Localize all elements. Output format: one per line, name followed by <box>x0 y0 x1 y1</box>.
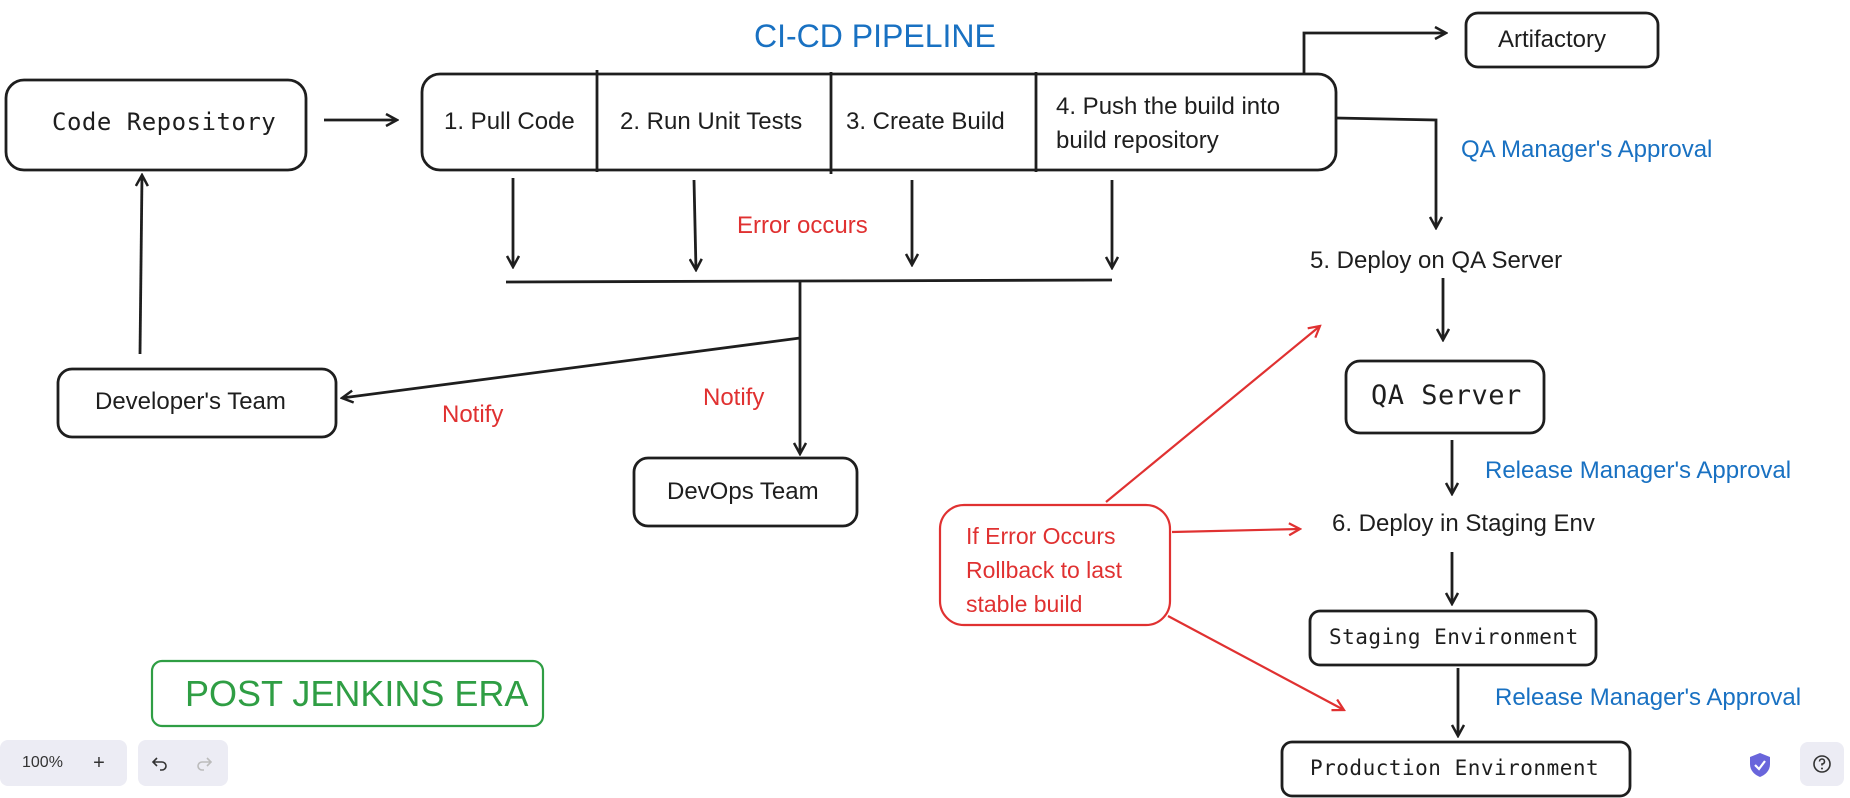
production-environment-box[interactable] <box>1280 740 1632 798</box>
pipeline-to-qa-deploy-arrow[interactable] <box>1335 116 1436 228</box>
history-toolbar <box>138 740 228 786</box>
rollback-to-staging-arrow[interactable] <box>1171 529 1300 532</box>
qa-approval-label: QA Manager's Approval <box>1461 136 1713 163</box>
post-jenkins-era-box[interactable] <box>150 659 545 728</box>
developers-team-box[interactable] <box>56 367 338 439</box>
help-icon <box>1813 755 1831 773</box>
rollback-to-production-arrow[interactable] <box>1167 615 1344 710</box>
deploy-staging-label: 6. Deploy in Staging Env <box>1332 510 1595 537</box>
diagram-title: CI-CD PIPELINE <box>754 18 996 54</box>
pipeline-to-artifactory-arrow[interactable] <box>1302 33 1446 74</box>
collector-to-developers-arrow[interactable] <box>342 336 801 398</box>
developers-team-label: Developer's Team <box>95 388 286 415</box>
redo-icon[interactable] <box>182 740 226 786</box>
devops-team-label: DevOps Team <box>667 478 819 505</box>
undo-icon[interactable] <box>138 740 182 786</box>
rollback-box[interactable] <box>938 503 1172 627</box>
qa-server-label: QA Server <box>1371 380 1522 411</box>
zoom-level[interactable]: 100% <box>22 754 63 771</box>
zoom-toolbar: 100% + <box>0 740 127 786</box>
notify-devops-label: Notify <box>703 384 765 411</box>
pipeline-box[interactable] <box>420 72 1338 172</box>
step2-down-arrow[interactable] <box>694 179 696 270</box>
post-jenkins-era-label: POST JENKINS ERA <box>185 673 529 714</box>
production-environment-label: Production Environment <box>1310 756 1600 780</box>
qa-server-box[interactable] <box>1344 359 1546 435</box>
staging-environment-label: Staging Environment <box>1329 625 1579 649</box>
release-approval-1-label: Release Manager's Approval <box>1485 457 1792 484</box>
rollback-to-qa-arrow[interactable] <box>1105 326 1320 503</box>
devops-team-box[interactable] <box>632 456 859 528</box>
rollback-line-3: stable build <box>966 591 1083 617</box>
code-repository-label: Code Repository <box>52 108 277 136</box>
notify-developers-label: Notify <box>442 401 504 428</box>
staging-environment-box[interactable] <box>1308 609 1598 667</box>
release-approval-2-label: Release Manager's Approval <box>1495 684 1802 711</box>
pipeline-step-4-line2: build repository <box>1056 127 1219 154</box>
pipeline-step-3: 3. Create Build <box>846 108 1005 135</box>
pipeline-step-1: 1. Pull Code <box>444 108 575 135</box>
rollback-line-1: If Error Occurs <box>966 523 1116 549</box>
help-button[interactable] <box>1800 742 1844 786</box>
zoom-in-icon[interactable]: + <box>93 751 105 774</box>
code-repository-box[interactable] <box>4 78 308 172</box>
developers-to-repo-arrow[interactable] <box>140 175 142 355</box>
error-collector-line[interactable] <box>505 278 1113 284</box>
pipeline-step-2: 2. Run Unit Tests <box>620 108 803 135</box>
artifactory-label: Artifactory <box>1498 26 1607 53</box>
artifactory-box[interactable] <box>1464 11 1660 69</box>
pipeline-step-4-line1: 4. Push the build into <box>1056 93 1281 120</box>
deploy-qa-label: 5. Deploy on QA Server <box>1310 247 1563 274</box>
error-occurs-label: Error occurs <box>737 212 868 239</box>
rollback-line-2: Rollback to last <box>966 557 1122 583</box>
shield-check-icon[interactable] <box>1748 752 1772 778</box>
